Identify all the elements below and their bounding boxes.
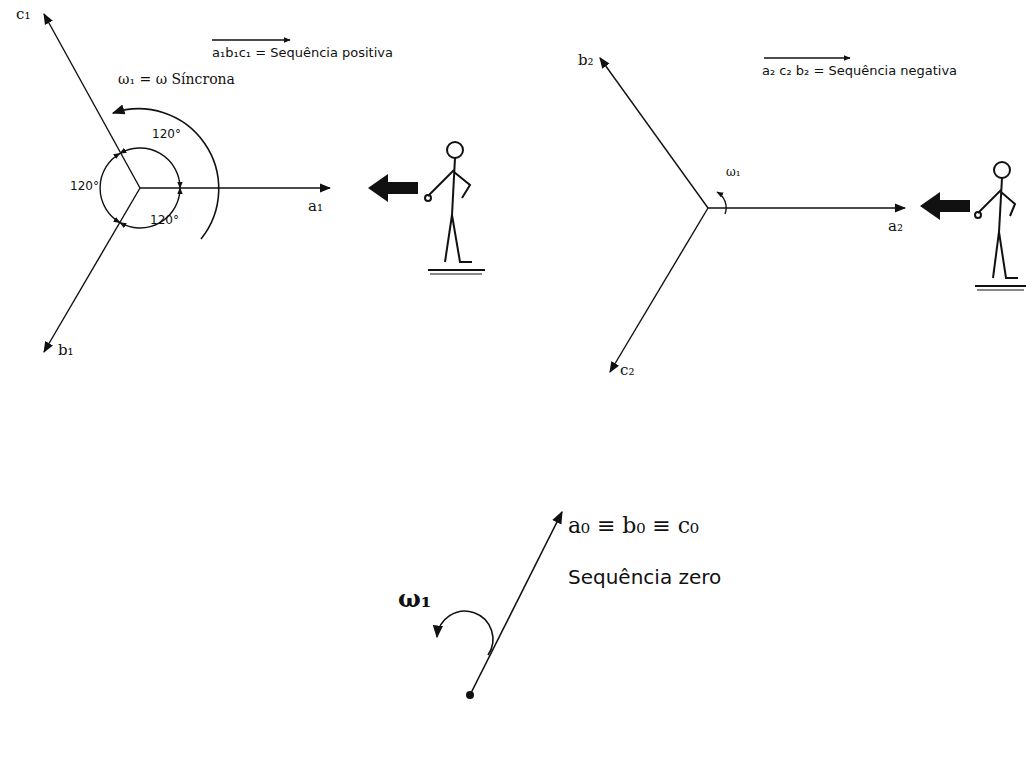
phasor-b2 bbox=[600, 58, 708, 208]
phasor-zero bbox=[470, 512, 562, 695]
phasor-a2 bbox=[708, 207, 905, 208]
phasor-name: b₂ bbox=[578, 52, 594, 69]
phasor-a1 bbox=[140, 187, 330, 188]
angle-arc bbox=[100, 153, 120, 222]
rotation-arc bbox=[437, 611, 493, 655]
speed-label: ω₁ = ω Síncrona bbox=[118, 72, 235, 87]
angle-arc bbox=[120, 148, 180, 188]
angle-label: 120° bbox=[150, 214, 179, 227]
phasor-name: c₂ bbox=[620, 362, 634, 379]
phasor-b1 bbox=[44, 188, 140, 352]
rotation-arc bbox=[113, 109, 219, 239]
phasor-name: a₂ bbox=[888, 218, 903, 235]
sequence-arrow bbox=[212, 39, 290, 40]
speed-label: ω₁ bbox=[726, 166, 741, 179]
origin-dot bbox=[466, 691, 474, 699]
sequence-arrow bbox=[764, 57, 850, 58]
rotation-arc bbox=[717, 192, 726, 214]
phasor-name: b₁ bbox=[58, 342, 74, 359]
sequence-label: a₁b₁c₁ = Sequência positiva bbox=[212, 46, 393, 60]
phasor-c1 bbox=[44, 14, 140, 188]
phasor-name: a₁ bbox=[308, 198, 323, 215]
angle-label: 120° bbox=[152, 128, 181, 141]
speed-label: ω₁ bbox=[398, 586, 431, 612]
phasor-name: c₁ bbox=[16, 6, 30, 23]
sequence-label: a₂ c₂ b₂ = Sequência negativa bbox=[762, 64, 957, 78]
angle-label: 120° bbox=[70, 180, 99, 193]
observer-figure bbox=[920, 162, 1026, 290]
angle-arc bbox=[120, 188, 180, 228]
observer-figure bbox=[368, 142, 485, 274]
phasor-c2 bbox=[610, 208, 708, 372]
sequence-label: Sequência zero bbox=[568, 566, 721, 588]
phasor-name: a₀ ≡ b₀ ≡ c₀ bbox=[568, 514, 699, 538]
